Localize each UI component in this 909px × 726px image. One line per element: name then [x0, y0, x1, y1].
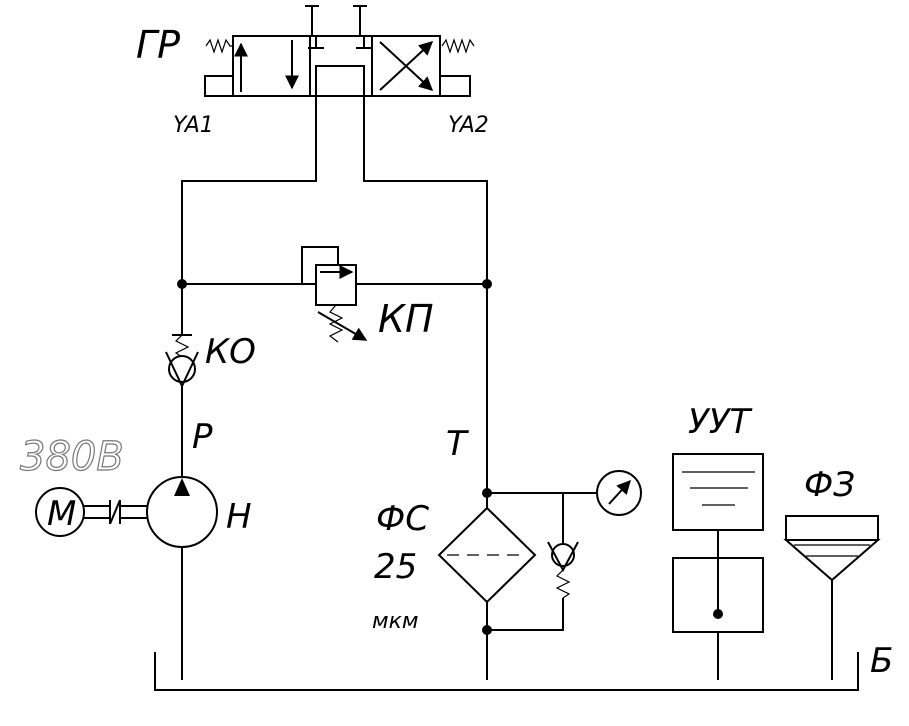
filter-label: ФС	[376, 499, 429, 539]
pressure-gauge-icon	[596, 470, 642, 516]
bypass-check-valve-icon	[547, 541, 579, 599]
directional-valve-icon	[204, 5, 475, 97]
motor-icon	[35, 487, 147, 537]
level-indicator-icon	[672, 453, 764, 633]
filter-icon	[437, 506, 537, 604]
voltage-label: 380В	[20, 434, 124, 480]
reservoir-label: Б	[870, 641, 893, 681]
relief-valve-icon	[301, 246, 368, 343]
junction-dots	[177, 279, 492, 635]
solenoid-left-label: YA1	[173, 113, 214, 138]
check-valve-label: КО	[205, 332, 256, 372]
filler-icon	[783, 515, 881, 582]
tank-port-label: T	[446, 424, 469, 464]
level-indicator-label: УУТ	[688, 402, 752, 442]
solenoid-right-label: YA2	[448, 113, 489, 138]
filter-unit: мкм	[372, 609, 418, 634]
check-valve-icon	[165, 334, 199, 389]
pump-icon	[146, 476, 218, 548]
relief-valve-label: КП	[378, 297, 434, 341]
filter-rating: 25	[374, 547, 417, 587]
motor-label: M	[47, 494, 76, 534]
filler-label: ФЗ	[804, 465, 855, 505]
pressure-port-label: P	[192, 417, 213, 457]
valve-label: ГР	[136, 23, 180, 67]
pump-label: Н	[226, 497, 252, 537]
